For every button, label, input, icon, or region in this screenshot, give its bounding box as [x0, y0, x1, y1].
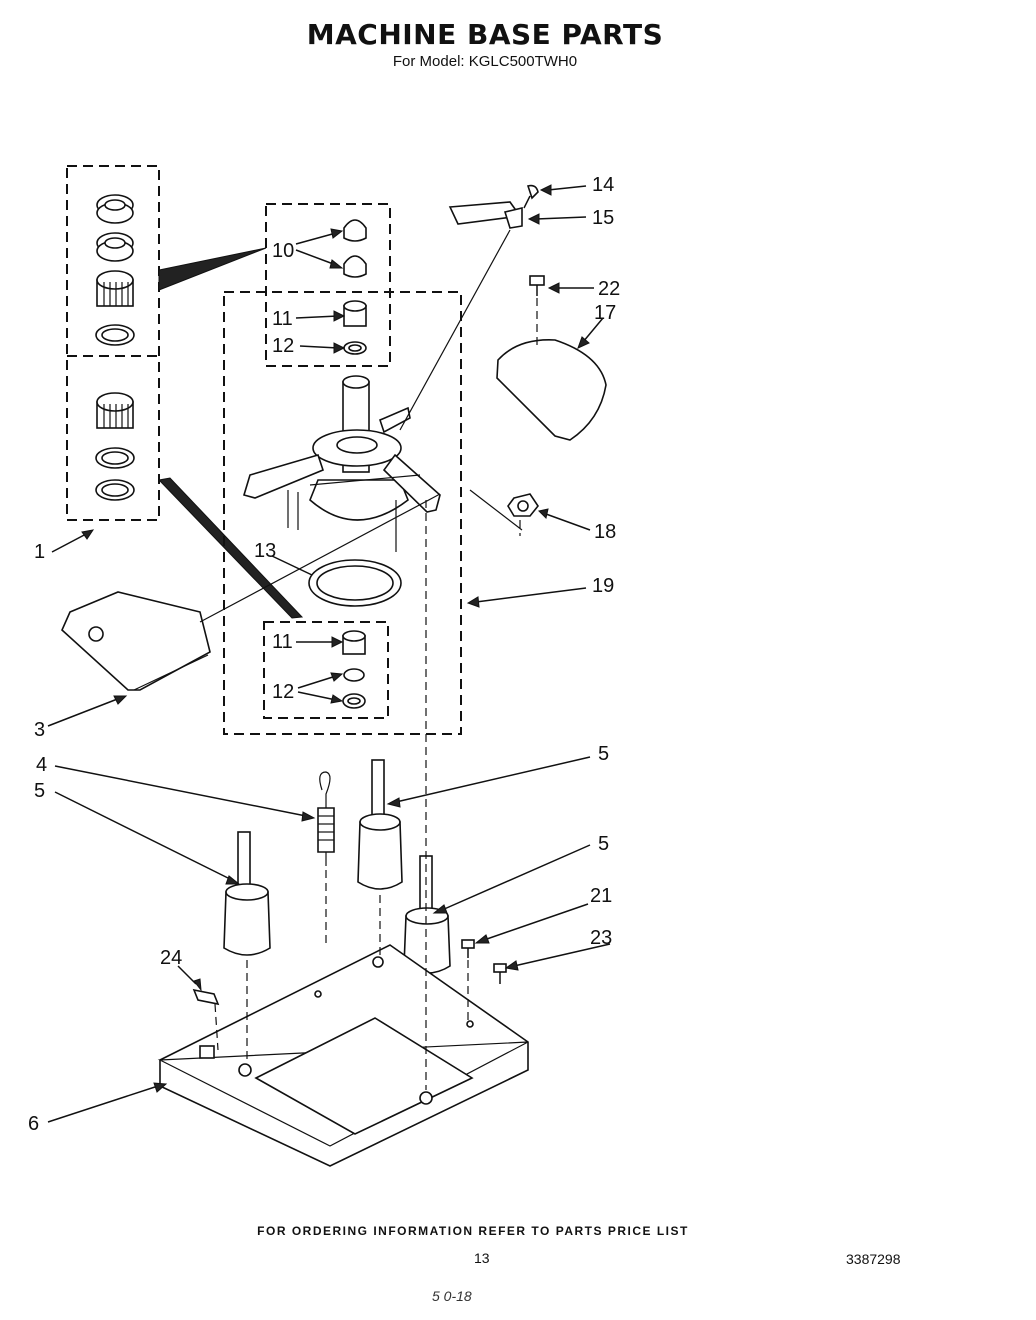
callout-19: 19 — [592, 575, 614, 597]
callout-18: 18 — [594, 521, 616, 543]
page-title: MACHINE BASE PARTS — [306, 18, 664, 51]
callout-14: 14 — [592, 174, 614, 196]
part-22-screw — [529, 275, 545, 296]
part-3-shield — [61, 591, 211, 691]
handwritten-mark: 5 0-18 — [432, 1288, 472, 1304]
model-subtitle: For Model: KGLC500TWH0 — [392, 53, 578, 70]
callout-23: 23 — [590, 927, 612, 949]
part-19-assembly-box — [223, 291, 462, 735]
callout-10: 10 — [272, 240, 294, 262]
part-15-bracket — [448, 201, 523, 229]
part-17-shield — [496, 339, 607, 441]
part-14-screw — [523, 184, 539, 209]
callout-3: 3 — [34, 719, 45, 741]
part-13-seal-ring — [308, 559, 402, 607]
part-23-screw — [493, 963, 507, 984]
document-number: 3387298 — [846, 1251, 901, 1267]
callout-22: 22 — [598, 278, 620, 300]
part-19-hub-assembly — [242, 375, 441, 552]
callout-15: 15 — [592, 207, 614, 229]
callout-21: 21 — [590, 885, 612, 907]
callout-5-right-upper: 5 — [598, 743, 609, 765]
callout-24: 24 — [160, 947, 182, 969]
callout-12-lower: 12 — [272, 681, 294, 703]
leader-lines — [47, 184, 611, 1123]
callout-11-upper: 11 — [272, 308, 293, 330]
ordering-note: FOR ORDERING INFORMATION REFER TO PARTS … — [257, 1224, 689, 1238]
callout-1: 1 — [34, 541, 45, 563]
lower-bearing-kit — [263, 621, 389, 719]
alignment-lines — [199, 229, 538, 1090]
callout-13: 13 — [254, 540, 276, 562]
callout-6: 6 — [28, 1113, 39, 1135]
callout-12-upper: 12 — [272, 335, 294, 357]
part-6-machine-base — [157, 944, 529, 1167]
callout-17: 17 — [594, 302, 616, 324]
part-5-snubber-left — [223, 831, 271, 956]
part-21-screw — [461, 939, 475, 958]
callout-5-right-lower: 5 — [598, 833, 609, 855]
page-number: 13 — [474, 1250, 490, 1266]
callout-5-left: 5 — [34, 780, 45, 802]
part-5-snubber-right — [403, 855, 451, 974]
callout-labels: 1 3 4 5 5 5 6 10 11 12 11 12 13 14 15 17… — [28, 174, 620, 1135]
callout-4: 4 — [36, 754, 47, 776]
part-24-clip — [192, 988, 220, 1006]
part-1-seal-kit — [66, 165, 304, 619]
part-18-nut — [507, 493, 539, 517]
callout-11-lower: 11 — [272, 631, 293, 653]
part-4-spring — [317, 771, 335, 866]
part-5-snubber-middle — [357, 759, 403, 890]
